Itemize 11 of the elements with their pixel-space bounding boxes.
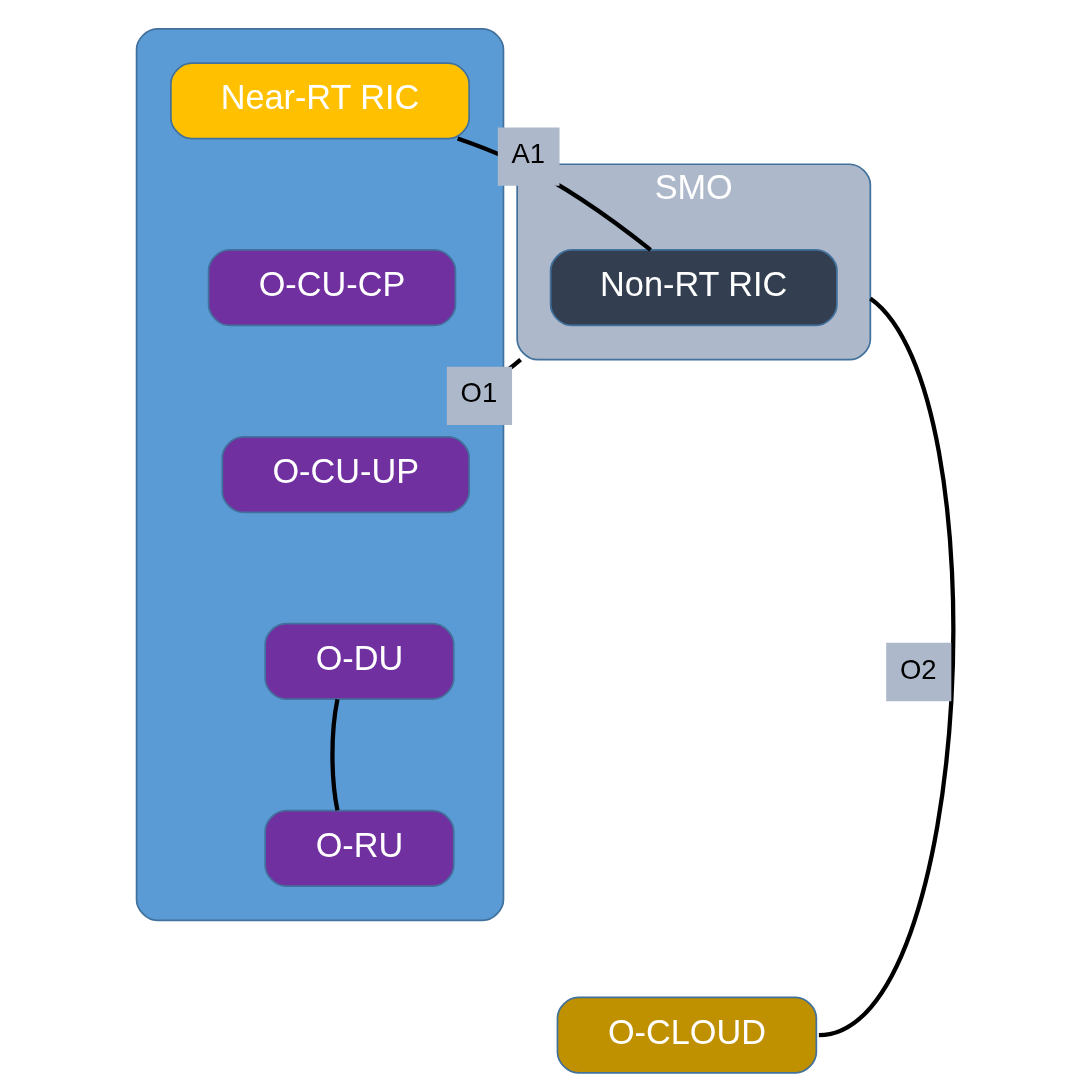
node-box: Near-RT RIC	[169, 62, 470, 140]
node-box: O-CLOUD	[556, 996, 817, 1074]
edge-label: O1	[460, 377, 497, 409]
node-box: O-RU	[263, 809, 455, 887]
node-box: O-DU	[263, 622, 455, 700]
edge-label: O2	[899, 653, 936, 685]
node-box: O-CU-CP	[207, 249, 456, 327]
node-box: O-CU-UP	[220, 436, 470, 514]
node-box: Non-RT RIC	[549, 249, 838, 327]
cluster	[135, 27, 504, 922]
connector	[329, 699, 340, 811]
